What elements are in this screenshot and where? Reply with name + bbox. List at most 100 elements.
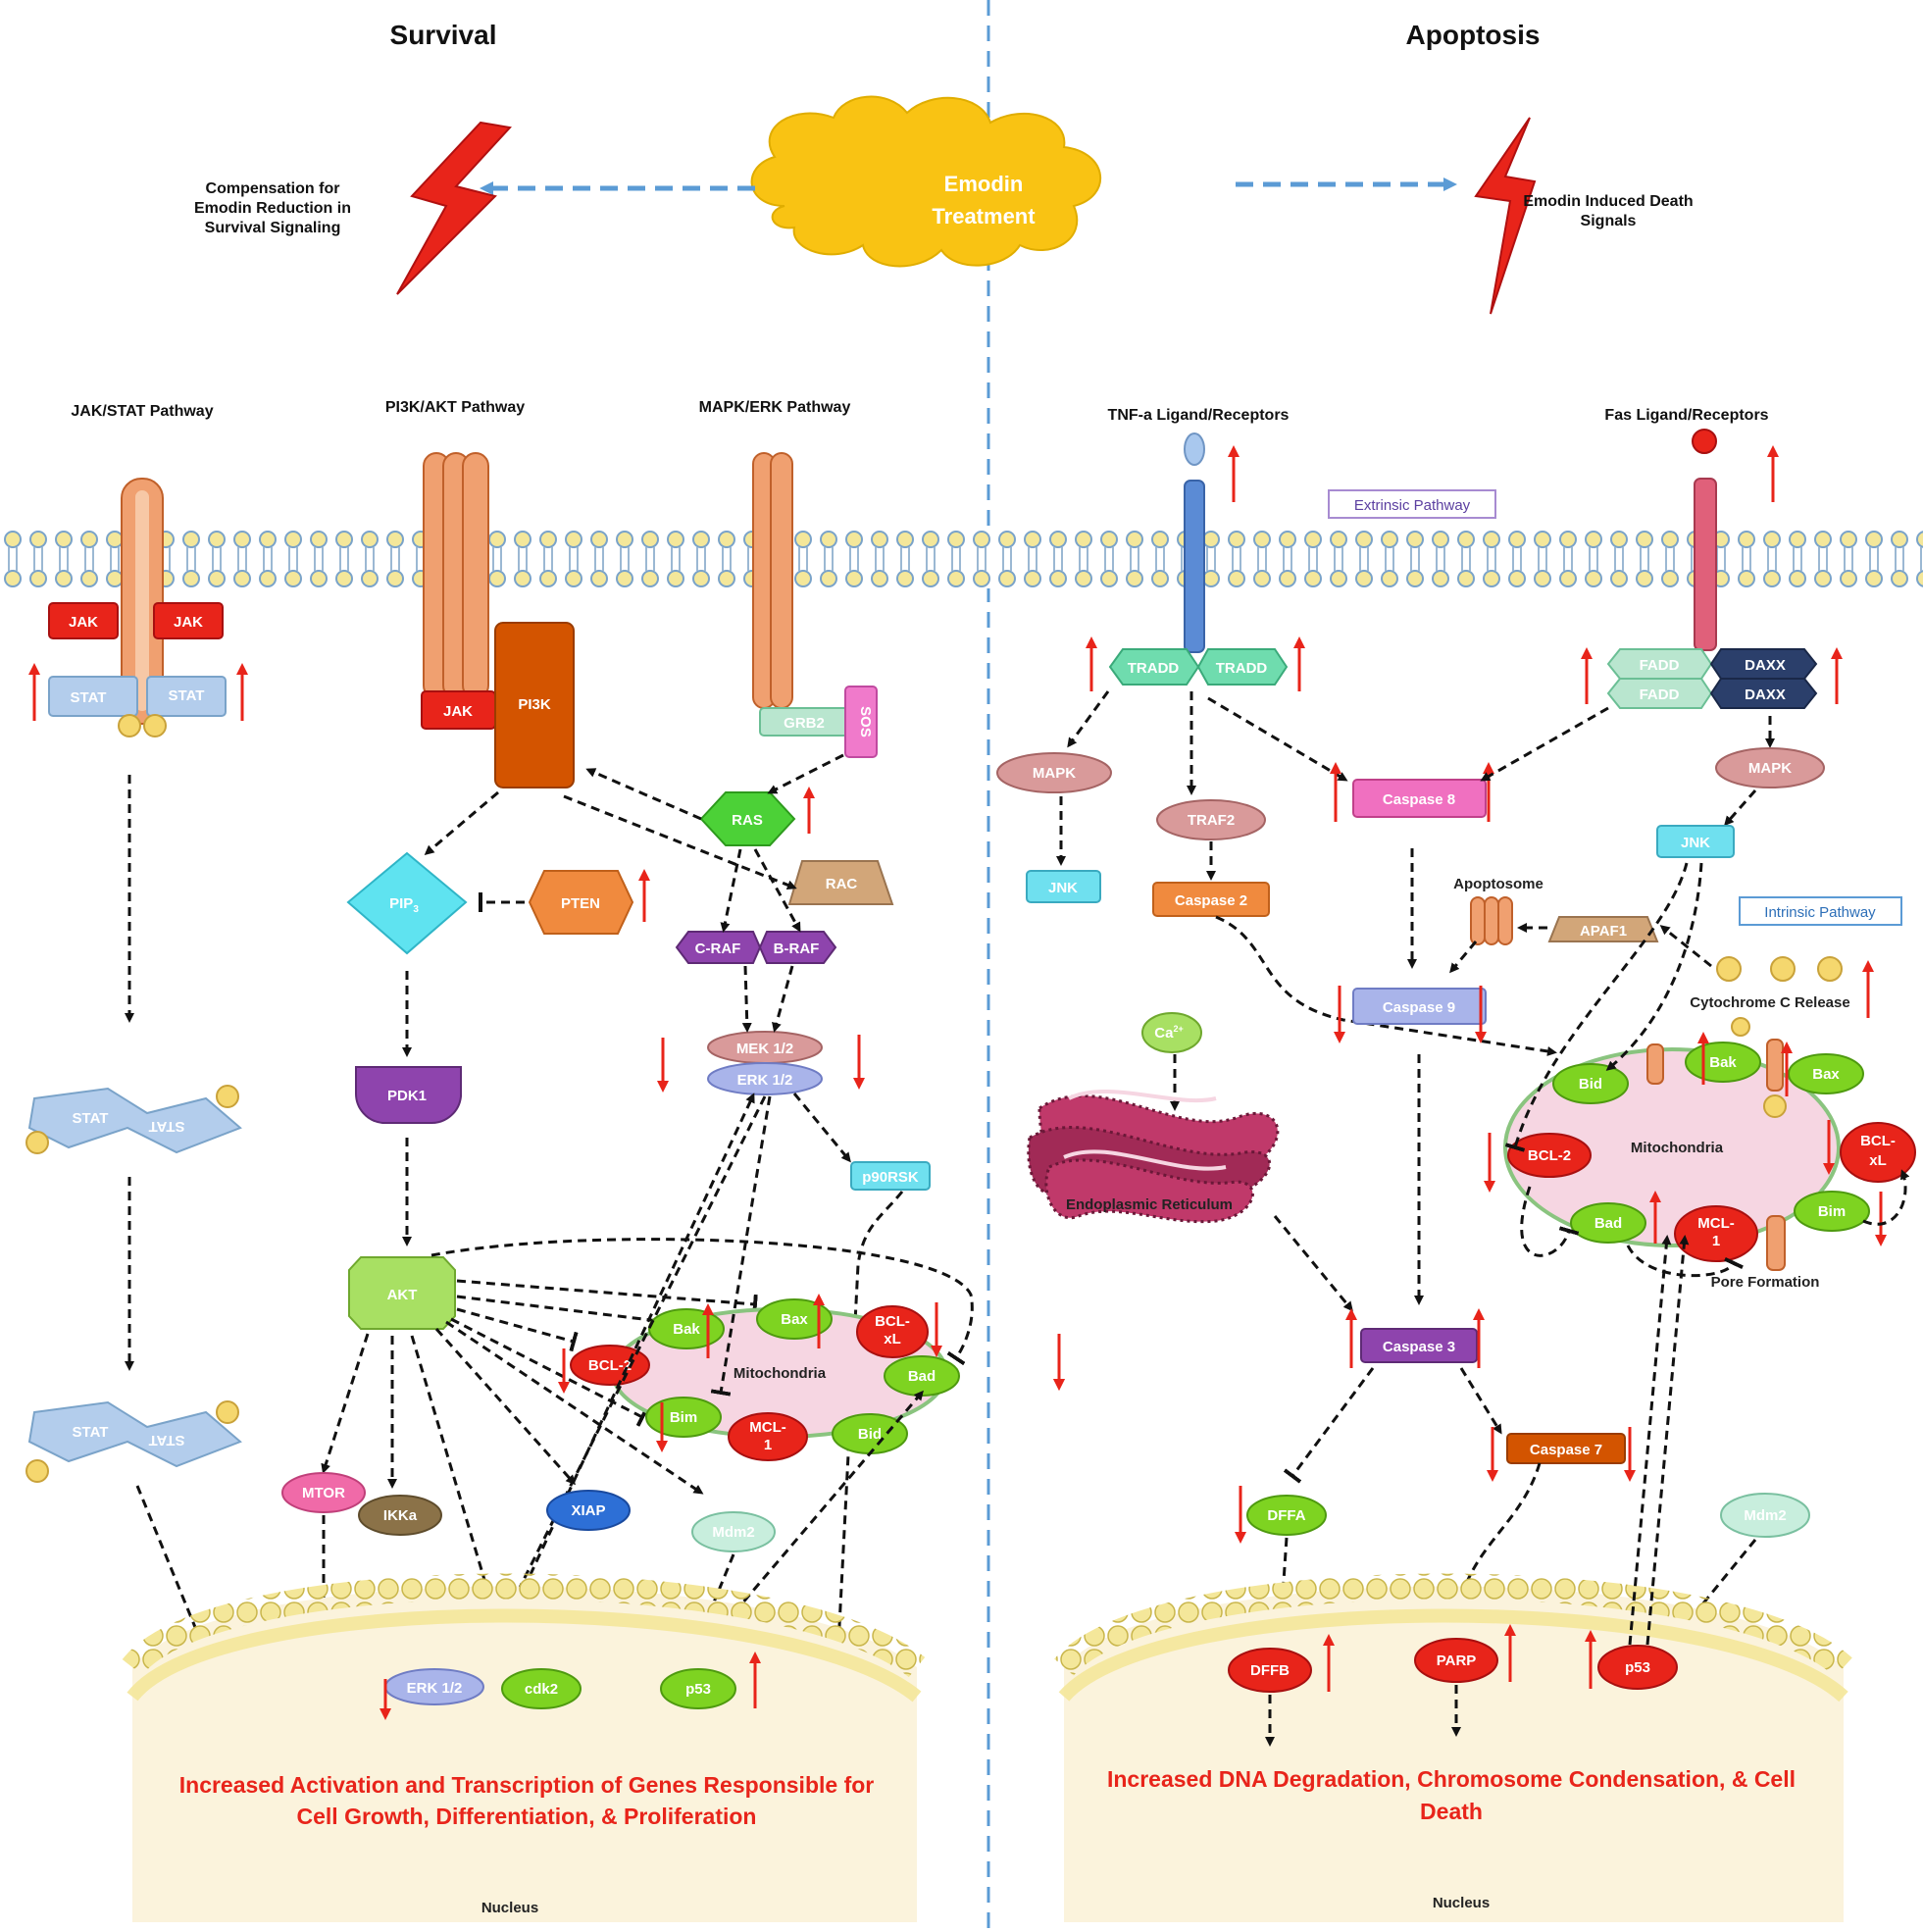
xiap [546, 1490, 631, 1531]
flow-arrow [1628, 1235, 1672, 1646]
erk [707, 1062, 823, 1095]
caspase-8-label: Caspase 8 [1383, 791, 1455, 808]
extrinsic-label: Extrinsic Pathway [1354, 497, 1471, 514]
endoplasmic-reticulum [1027, 1090, 1280, 1224]
stat-dimer-2-label-flipped: STAT [149, 1432, 185, 1449]
bim-right-label: Bim [1818, 1203, 1846, 1220]
flow-arrow [1451, 1462, 1542, 1631]
bid-right [1552, 1063, 1629, 1104]
caspase-9 [1352, 988, 1487, 1025]
ikka [358, 1495, 442, 1536]
traf2-label: TRAF2 [1188, 812, 1235, 829]
dffb [1228, 1648, 1312, 1693]
mapk-fas-label: MAPK [1748, 760, 1792, 777]
cytochrome-c [1770, 956, 1796, 982]
flow-arrow [1480, 706, 1609, 782]
inhibit-arrow [456, 1279, 758, 1315]
calcium-superscript: 2+ [1173, 1024, 1183, 1034]
jnk-tnf-label: JNK [1048, 880, 1078, 896]
pi3k [494, 622, 575, 788]
mcl1-left-label-2: 1 [764, 1437, 772, 1453]
caspase-7-label: Caspase 7 [1530, 1442, 1602, 1458]
pip3 [346, 851, 468, 955]
mdm2-right-label: Mdm2 [1744, 1507, 1786, 1524]
emodin-cloud: Emodin Treatment [750, 95, 1101, 268]
apaf1-label: APAF1 [1580, 923, 1627, 940]
bclxl-left-label-2: xL [884, 1331, 901, 1347]
bcl2-right [1507, 1133, 1592, 1178]
pdk1-label: PDK1 [387, 1088, 427, 1104]
tradd-right-label: TRADD [1216, 660, 1268, 677]
inhibit-arrow [456, 1307, 579, 1352]
bax-right-label: Bax [1812, 1066, 1840, 1083]
pdk1 [354, 1066, 462, 1125]
cell-membrane [0, 530, 1923, 588]
rac-label: RAC [826, 876, 858, 892]
apaf1 [1547, 916, 1659, 942]
note-death-1: Emodin Induced Death [1523, 193, 1693, 210]
header-survival: Survival [390, 20, 497, 50]
pip3-text: PIP [389, 895, 413, 912]
stat-dimer-2: STAT STAT [25, 1400, 242, 1483]
erk-nucleus-label: ERK 1/2 [407, 1680, 463, 1697]
p90rsk [850, 1161, 931, 1191]
caspase-3 [1360, 1328, 1478, 1363]
mito-right-label: Mitochondria [1631, 1140, 1724, 1156]
pore-formation-label: Pore Formation [1711, 1274, 1820, 1291]
bak-right-label: Bak [1709, 1054, 1737, 1071]
phosphate [118, 714, 141, 737]
title-mapk-erk: MAPK/ERK Pathway [699, 399, 851, 416]
jak-left [48, 602, 119, 639]
daxx-1-label: DAXX [1745, 657, 1786, 674]
parp-label: PARP [1437, 1652, 1477, 1669]
rac [787, 860, 894, 905]
caspase-8 [1352, 779, 1487, 818]
mapk-fas [1715, 747, 1825, 788]
stat-dimer-1-label: STAT [73, 1110, 109, 1127]
mito-left-label: Mitochondria [734, 1365, 827, 1382]
intrinsic-box [1739, 896, 1902, 926]
flow-arrow [753, 848, 801, 933]
nucleus-left-label: Nucleus [481, 1900, 538, 1916]
note-comp-2: Emodin Reduction in [194, 200, 351, 217]
bim-left-label: Bim [670, 1409, 697, 1426]
jak-right [153, 602, 224, 639]
mcl1-right [1674, 1205, 1758, 1262]
mapk-tnf-label: MAPK [1033, 765, 1076, 782]
p53-right-label: p53 [1625, 1659, 1650, 1676]
traf2 [1156, 799, 1266, 840]
p90rsk-label: p90RSK [862, 1169, 919, 1186]
header-apoptosis: Apoptosis [1406, 20, 1541, 50]
inhibit-arrow [1657, 1539, 1757, 1655]
note-comp-1: Compensation for [206, 180, 340, 197]
erk-label: ERK 1/2 [737, 1072, 793, 1089]
sos-label: SOS [857, 706, 874, 737]
akt-label: AKT [387, 1287, 418, 1303]
inhibit-arrow [456, 1295, 671, 1333]
nuclear-membrane-left-inner [127, 1608, 922, 1703]
dffa-label: DFFA [1267, 1507, 1305, 1524]
bid-left-label: Bid [858, 1426, 882, 1443]
flow-arrow [1724, 789, 1757, 827]
flow-arrow [1067, 690, 1110, 748]
title-jak-stat: JAK/STAT Pathway [71, 403, 213, 420]
flow-arrow [1645, 1235, 1690, 1646]
lightning-left-icon [396, 121, 512, 295]
pore-channel [1766, 1039, 1784, 1092]
ikka-label: IKKa [383, 1507, 418, 1524]
b-raf-label: B-RAF [774, 941, 820, 957]
nucleus-left [132, 1586, 917, 1922]
mcl1-right-label-1: MCL- [1697, 1215, 1735, 1232]
flow-arrow [563, 794, 797, 890]
bak-left-label: Bak [673, 1321, 700, 1338]
fadd-1-label: FADD [1640, 657, 1680, 674]
mapk-receptor [752, 452, 793, 709]
stat-dimer-2-label: STAT [73, 1424, 109, 1441]
mtor [281, 1472, 366, 1513]
bak-left [648, 1308, 725, 1349]
bax-left [756, 1298, 833, 1340]
pip3-subscript: 3 [413, 904, 419, 915]
outcome-right-2: Death [1420, 1799, 1483, 1824]
inhibit-arrow [1504, 862, 1689, 1152]
